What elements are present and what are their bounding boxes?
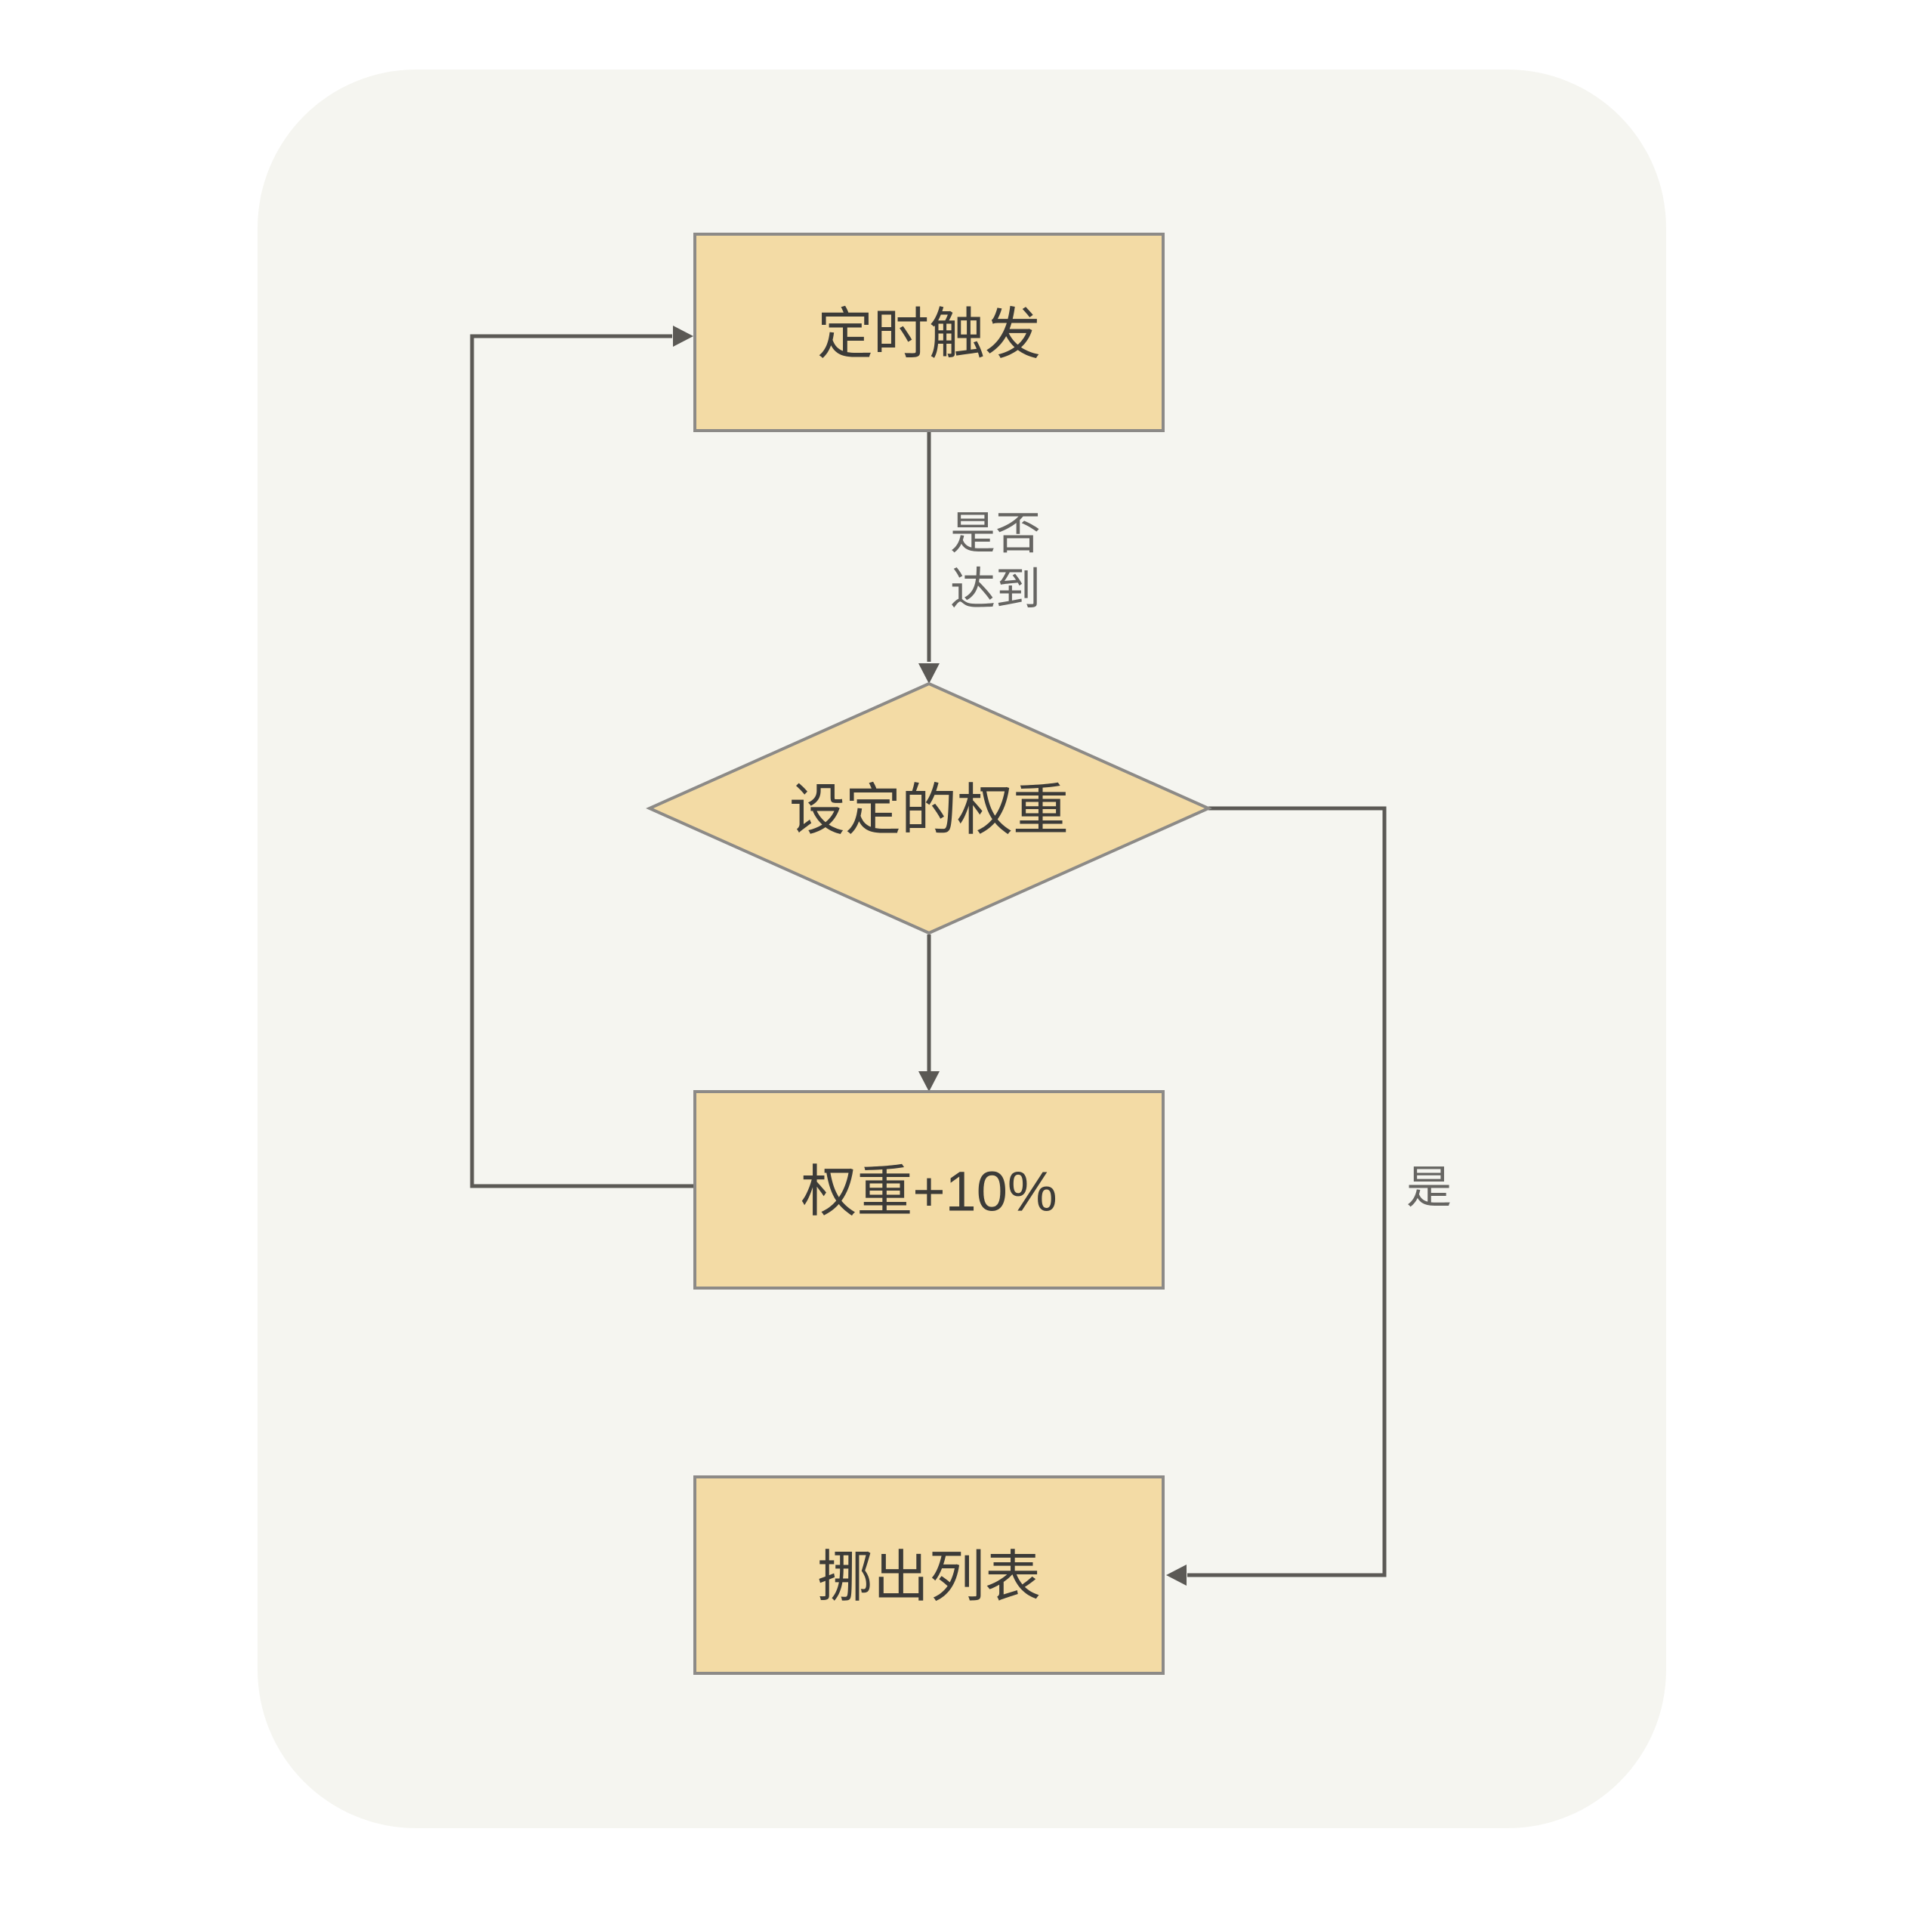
node-weight-check-shape	[646, 681, 1212, 935]
arrowhead-into-timer	[673, 326, 693, 347]
node-timer-trigger-shape	[693, 233, 1165, 432]
node-remove-from-list-shape	[693, 1475, 1165, 1675]
node-remove-from-list-label: 挪出列表	[817, 1546, 1041, 1608]
canvas-card	[258, 70, 1666, 1828]
node-weight-increase-label: 权重+10%	[801, 1160, 1057, 1223]
node-weight-increase: 权重+10%	[693, 1090, 1165, 1290]
edge-increase-to-timer-loop	[470, 334, 695, 1188]
arrowhead-into-remove	[1166, 1565, 1187, 1586]
arrowhead-into-increase	[918, 1071, 940, 1092]
edge-labels: 是否 达到 是	[950, 508, 1452, 1213]
node-timer-trigger-label: 定时触发	[817, 303, 1041, 366]
node-weight-check: 设定的权重	[646, 681, 1212, 935]
edge-label-timer-check-line1: 是否	[950, 508, 1041, 559]
node-weight-increase-shape	[693, 1090, 1165, 1290]
edge-check-to-remove	[1187, 806, 1387, 1577]
edge-label-timer-check-line2: 达到	[950, 564, 1041, 615]
node-weight-check-label: 设定的权重	[789, 779, 1069, 842]
edges	[470, 326, 1387, 1586]
node-timer-trigger: 定时触发	[693, 233, 1165, 432]
node-remove-from-list: 挪出列表	[693, 1475, 1165, 1675]
edge-label-yes: 是	[1406, 1163, 1452, 1213]
arrowhead-into-diamond	[918, 663, 940, 684]
